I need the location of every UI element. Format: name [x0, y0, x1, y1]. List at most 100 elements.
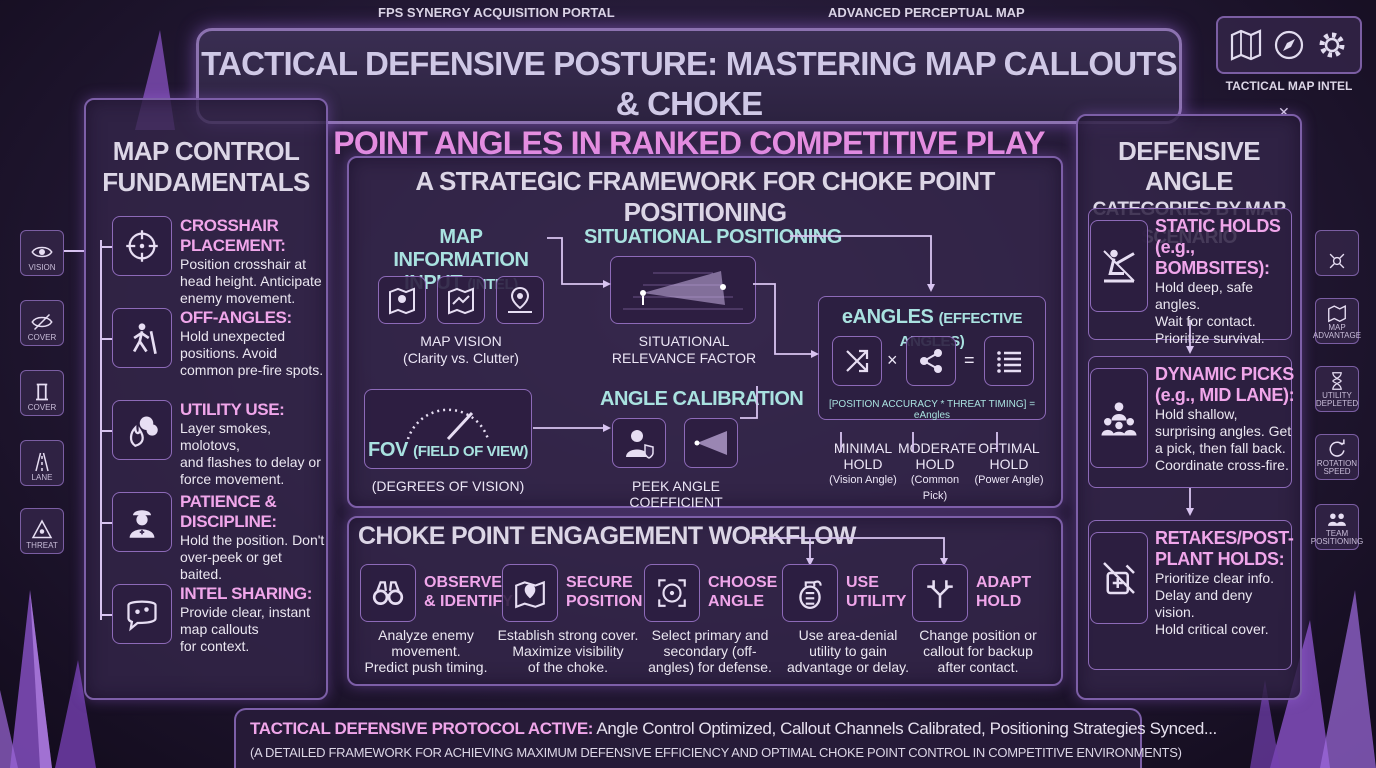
workflow-icon-tile[interactable]	[502, 564, 558, 622]
fundamentals-icon-tile[interactable]	[112, 308, 172, 368]
crossed-arrows-icon	[846, 349, 869, 373]
left-rail-tile-lane[interactable]: LANE	[20, 440, 64, 486]
left-rail-tile-cover[interactable]: COVER	[20, 370, 64, 416]
page-title: TACTICAL DEFENSIVE POSTURE: MASTERING MA…	[200, 44, 1178, 162]
times-operator: ×	[887, 350, 898, 370]
fundamentals-icon-tile[interactable]	[112, 492, 172, 552]
category-t1: STATIC HOLDS	[1155, 216, 1281, 236]
map-pin-tile[interactable]	[378, 276, 426, 324]
map-marker-tile[interactable]	[496, 276, 544, 324]
footer-bar	[234, 708, 1142, 768]
map-icon[interactable]	[1228, 27, 1264, 63]
list-icon	[997, 351, 1021, 373]
categories-connectors	[1186, 320, 1194, 516]
left-rail-label: VISION	[28, 263, 56, 272]
workflow-step-desc-line: Select primary and	[651, 627, 769, 643]
fundamentals-item: UTILITY USE:Layer smokes, molotovs,and f…	[180, 400, 326, 488]
share-nodes-tile[interactable]	[906, 336, 956, 386]
title-banner	[196, 28, 1182, 124]
fundamentals-tick	[101, 246, 112, 248]
workflow-step-t1: SECURE	[566, 574, 633, 591]
map-label: ADVANCED PERCEPTUAL MAP	[828, 5, 1025, 20]
left-rail-label: THREAT	[26, 541, 58, 550]
fundamentals-item-body: map callouts	[180, 621, 259, 637]
crosshair-icon	[126, 230, 158, 262]
left-rail-tile-vision[interactable]: VISION	[20, 230, 64, 276]
fundamentals-item-body: Hold the position. Don't	[180, 532, 325, 548]
fov-sub: (DEGREES OF VISION)	[371, 478, 525, 494]
fundamentals-tick	[101, 614, 112, 616]
portal-label: FPS SYNERGY ACQUISITION PORTAL	[378, 5, 615, 20]
left-rail-label: COVER	[27, 403, 57, 412]
right-rail-label: UTILITY DEPLETED	[1315, 391, 1359, 408]
right-rail-label: ROTATION SPEED	[1316, 459, 1358, 476]
workflow-title: CHOKE POINT ENGAGEMENT WORKFLOW	[358, 522, 856, 550]
category-t1: DYNAMIC PICKS	[1155, 364, 1294, 384]
workflow-icon-tile[interactable]	[644, 564, 700, 622]
drone-icon	[1329, 253, 1345, 269]
workflow-icon-tile[interactable]	[782, 564, 838, 622]
fundamentals-title: MAP CONTROL FUNDAMENTALS	[90, 136, 322, 198]
crossed-arrows-tile[interactable]	[832, 336, 882, 386]
category-body-line: Hold shallow,	[1155, 406, 1238, 422]
left-rail-label: COVER	[27, 333, 57, 342]
fundamentals-item-title: PATIENCE &	[180, 492, 277, 511]
category-body-line: Hold deep, safe angles.	[1155, 279, 1254, 312]
left-rail-tile-threat[interactable]: THREAT	[20, 508, 64, 554]
operator-shield-tile[interactable]	[612, 418, 666, 468]
map-terrain-tile[interactable]	[437, 276, 485, 324]
category-body-line: Coordinate cross-fire.	[1155, 457, 1289, 473]
workflow-icon-tile[interactable]	[912, 564, 968, 622]
right-rail-tile-1[interactable]: MAP ADVANTAGE	[1313, 298, 1361, 344]
fundamentals-item-body: Layer smokes, molotovs,	[180, 420, 272, 453]
situational-grid-tile[interactable]	[610, 256, 756, 324]
map-pin-icon	[515, 580, 545, 609]
fov-main: FOV	[368, 438, 408, 461]
workflow-step-desc-line: Use area-denial	[798, 627, 898, 643]
eangles-formula: [POSITION ACCURACY * THREAT TIMING] = eA…	[828, 399, 1036, 421]
eye-off-icon	[31, 313, 53, 331]
workflow-step-desc-line: callout for backup	[923, 643, 1033, 659]
workflow-step-desc-line: Analyze enemy	[378, 627, 474, 643]
hold-l3: (Common Pick)	[910, 474, 960, 502]
footer-status-label: TACTICAL DEFENSIVE PROTOCOL ACTIVE:	[250, 719, 594, 738]
right-rail-tile-2[interactable]: UTILITY DEPLETED	[1315, 366, 1359, 412]
workflow-step-t1: OBSERVE	[424, 574, 502, 591]
categories-title-line1: DEFENSIVE ANGLE	[1118, 136, 1261, 196]
compass-icon[interactable]	[1271, 27, 1307, 63]
workflow-step-desc-line: movement.	[391, 643, 461, 659]
left-rail-tile-cover[interactable]: COVER	[20, 300, 64, 346]
map-vision-label: MAP VISION (Clarity vs. Clutter)	[372, 333, 550, 367]
workflow-icon-tile[interactable]	[360, 564, 416, 622]
fundamentals-icon-tile[interactable]	[112, 584, 172, 644]
angle-calibration-sub: PEEK ANGLE COEFFICIENT	[629, 478, 723, 510]
category-icon-tile[interactable]	[1090, 532, 1148, 624]
right-rail-tile-3[interactable]: ROTATION SPEED	[1315, 434, 1359, 480]
fundamentals-icon-tile[interactable]	[112, 216, 172, 276]
fundamentals-icon-tile[interactable]	[112, 400, 172, 460]
fov-gauge-tile[interactable]: FOV (FIELD OF VIEW)	[364, 389, 532, 469]
fundamentals-item-body: common pre-fire spots.	[180, 362, 324, 378]
right-rail-tile-0[interactable]	[1315, 230, 1359, 276]
list-tile[interactable]	[984, 336, 1034, 386]
gear-icon[interactable]	[1314, 27, 1350, 63]
category-t2: PLANT HOLDS:	[1155, 549, 1285, 569]
category-icon-tile[interactable]	[1090, 220, 1148, 312]
workflow-step-t1: CHOOSE	[708, 574, 778, 591]
fundamentals-item: PATIENCE &DISCIPLINE:Hold the position. …	[180, 492, 326, 583]
right-rail-tile-4[interactable]: TEAM POSITIONING	[1311, 504, 1363, 550]
fundamentals-title-line1: MAP CONTROL	[112, 136, 300, 166]
fundamentals-item-body: head height. Anticipate	[180, 273, 322, 289]
category-icon-tile[interactable]	[1090, 368, 1148, 468]
workflow-step-desc-line: secondary (off-	[663, 643, 757, 659]
category-body-line: Prioritize clear info.	[1155, 570, 1275, 586]
framework-title: A STRATEGIC FRAMEWORK FOR CHOKE POINT PO…	[415, 166, 995, 227]
fundamentals-item-body: for context.	[180, 638, 250, 654]
close-icon[interactable]: ✕	[1278, 104, 1290, 120]
page-title-line2: POINT ANGLES IN RANKED COMPETITIVE PLAY	[333, 125, 1045, 161]
category-t2: (e.g., BOMBSITES):	[1155, 237, 1270, 278]
peek-cone-tile[interactable]	[684, 418, 738, 468]
